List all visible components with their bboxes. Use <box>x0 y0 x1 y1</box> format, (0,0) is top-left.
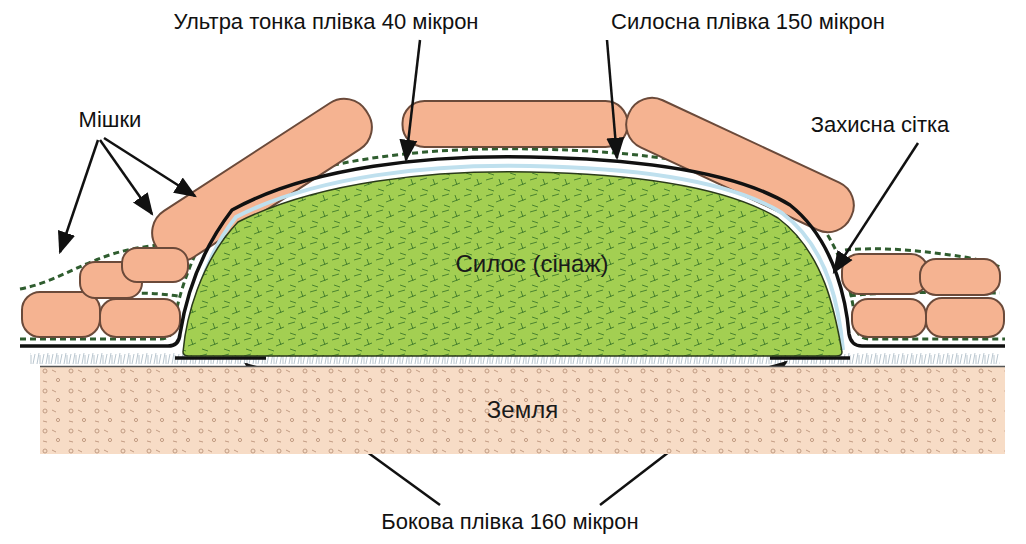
film-label: Ультра тонка плівка 40 мікрон <box>173 9 478 35</box>
ground-band: Земля <box>40 366 1005 454</box>
side-film <box>175 356 850 360</box>
soil-shape <box>40 366 1005 454</box>
silage-shape <box>183 172 842 356</box>
node-text: Земля <box>487 396 558 424</box>
film-label: Бокова плівка 160 мікрон <box>381 509 638 535</box>
bags-label: Мішки <box>79 107 142 133</box>
silage-pile: Силос (сінаж) <box>175 150 855 362</box>
film-label: Силосна плівка 150 мікрон <box>611 9 885 35</box>
net-label: Захисна сітка <box>811 112 950 138</box>
node-text: Силос (сінаж) <box>456 250 609 278</box>
